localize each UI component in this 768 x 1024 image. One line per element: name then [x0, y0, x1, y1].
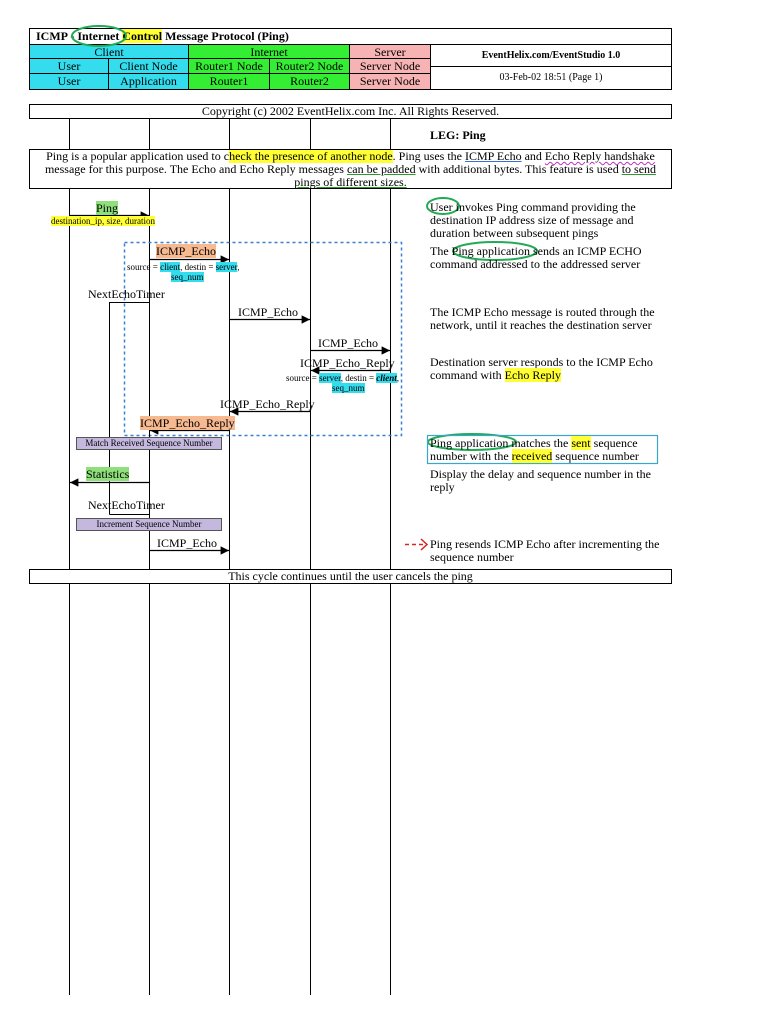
- user-circle-icon: [426, 197, 460, 215]
- cycle-bar: This cycle continues until the user canc…: [29, 569, 672, 584]
- group-client: Client: [29, 44, 189, 59]
- note-ping-matches: Ping application matches the sent sequen…: [430, 436, 639, 463]
- col-user-instance: User: [29, 73, 109, 90]
- note-display-delay: Display the delay and sequence number in…: [430, 467, 651, 494]
- col-router2-node: Router2 Node: [269, 58, 350, 74]
- increment-sequence-action: Increment Sequence Number: [76, 518, 222, 531]
- note-server-responds: Destination server responds to the ICMP …: [430, 355, 653, 382]
- icmp-echo-3-label: ICMP_Echo: [318, 336, 378, 350]
- next-echo-timer-1-label: NextEchoTimer: [88, 287, 165, 301]
- statistics-label: Statistics: [86, 467, 130, 481]
- title-rest: Message Protocol (Ping): [162, 29, 289, 43]
- leg-label: LEG: Ping: [430, 128, 486, 142]
- title-prefix: ICMP -: [36, 29, 78, 43]
- dotted-selection-box: [123, 241, 403, 437]
- icmp-echo-1-label: ICMP_Echo: [156, 244, 216, 258]
- description-box: Ping is a popular application used to ch…: [29, 149, 672, 189]
- note-ping-app-sends: The Ping application sends an ICMP ECHO …: [430, 244, 642, 271]
- icmp-reply-1-label: ICMP_Echo_Reply: [300, 356, 395, 370]
- icmp-echo-4-label: ICMP_Echo: [157, 536, 217, 550]
- copyright-bar: Copyright (c) 2002 EventHelix.com Inc. A…: [29, 104, 672, 119]
- copyright-text: Copyright (c) 2002 EventHelix.com Inc. A…: [201, 104, 500, 118]
- col-router1-instance: Router1: [188, 73, 270, 90]
- icmp-reply-2-label: ICMP_Echo_Reply: [220, 397, 315, 411]
- match-sequence-action: Match Received Sequence Number: [76, 437, 222, 450]
- icmp-echo-1-params: source = client, destin = server,: [127, 262, 240, 272]
- icmp-echo-1-seq: seq_num: [171, 272, 204, 282]
- ping-app-circle-icon: [452, 241, 538, 261]
- title-internet: Internet: [77, 29, 120, 43]
- ping-label: Ping: [96, 201, 119, 215]
- next-echo-timer-2-label: NextEchoTimer: [88, 498, 165, 512]
- note-routed: The ICMP Echo message is routed through …: [430, 305, 655, 332]
- note-ping-resends: Ping resends ICMP Echo after incrementin…: [430, 537, 660, 564]
- icmp-reply-3-label: ICMP_Echo_Reply: [140, 416, 235, 430]
- icmp-reply-1-seq: seq_num: [332, 383, 365, 393]
- internet-circle-icon: [71, 25, 127, 47]
- col-router2-instance: Router2: [269, 73, 350, 90]
- col-application-instance: Application: [108, 73, 189, 90]
- cycle-text: This cycle continues until the user canc…: [228, 569, 473, 583]
- col-server-instance: Server Node: [349, 73, 431, 90]
- icmp-reply-1-params: source = server, destin = client,: [286, 373, 400, 383]
- title-control: Control: [122, 29, 163, 43]
- red-pointer-head-icon: [420, 538, 429, 551]
- col-router1-node: Router1 Node: [188, 58, 270, 74]
- icmp-echo-2-label: ICMP_Echo: [238, 305, 298, 319]
- note5-frame: [426, 434, 659, 465]
- ping-params: destination_ip, size, duration: [51, 216, 155, 226]
- note-user-invokes: User invokes Ping command providing the …: [430, 200, 636, 240]
- date-cell: 03-Feb-02 18:51 (Page 1): [430, 66, 672, 90]
